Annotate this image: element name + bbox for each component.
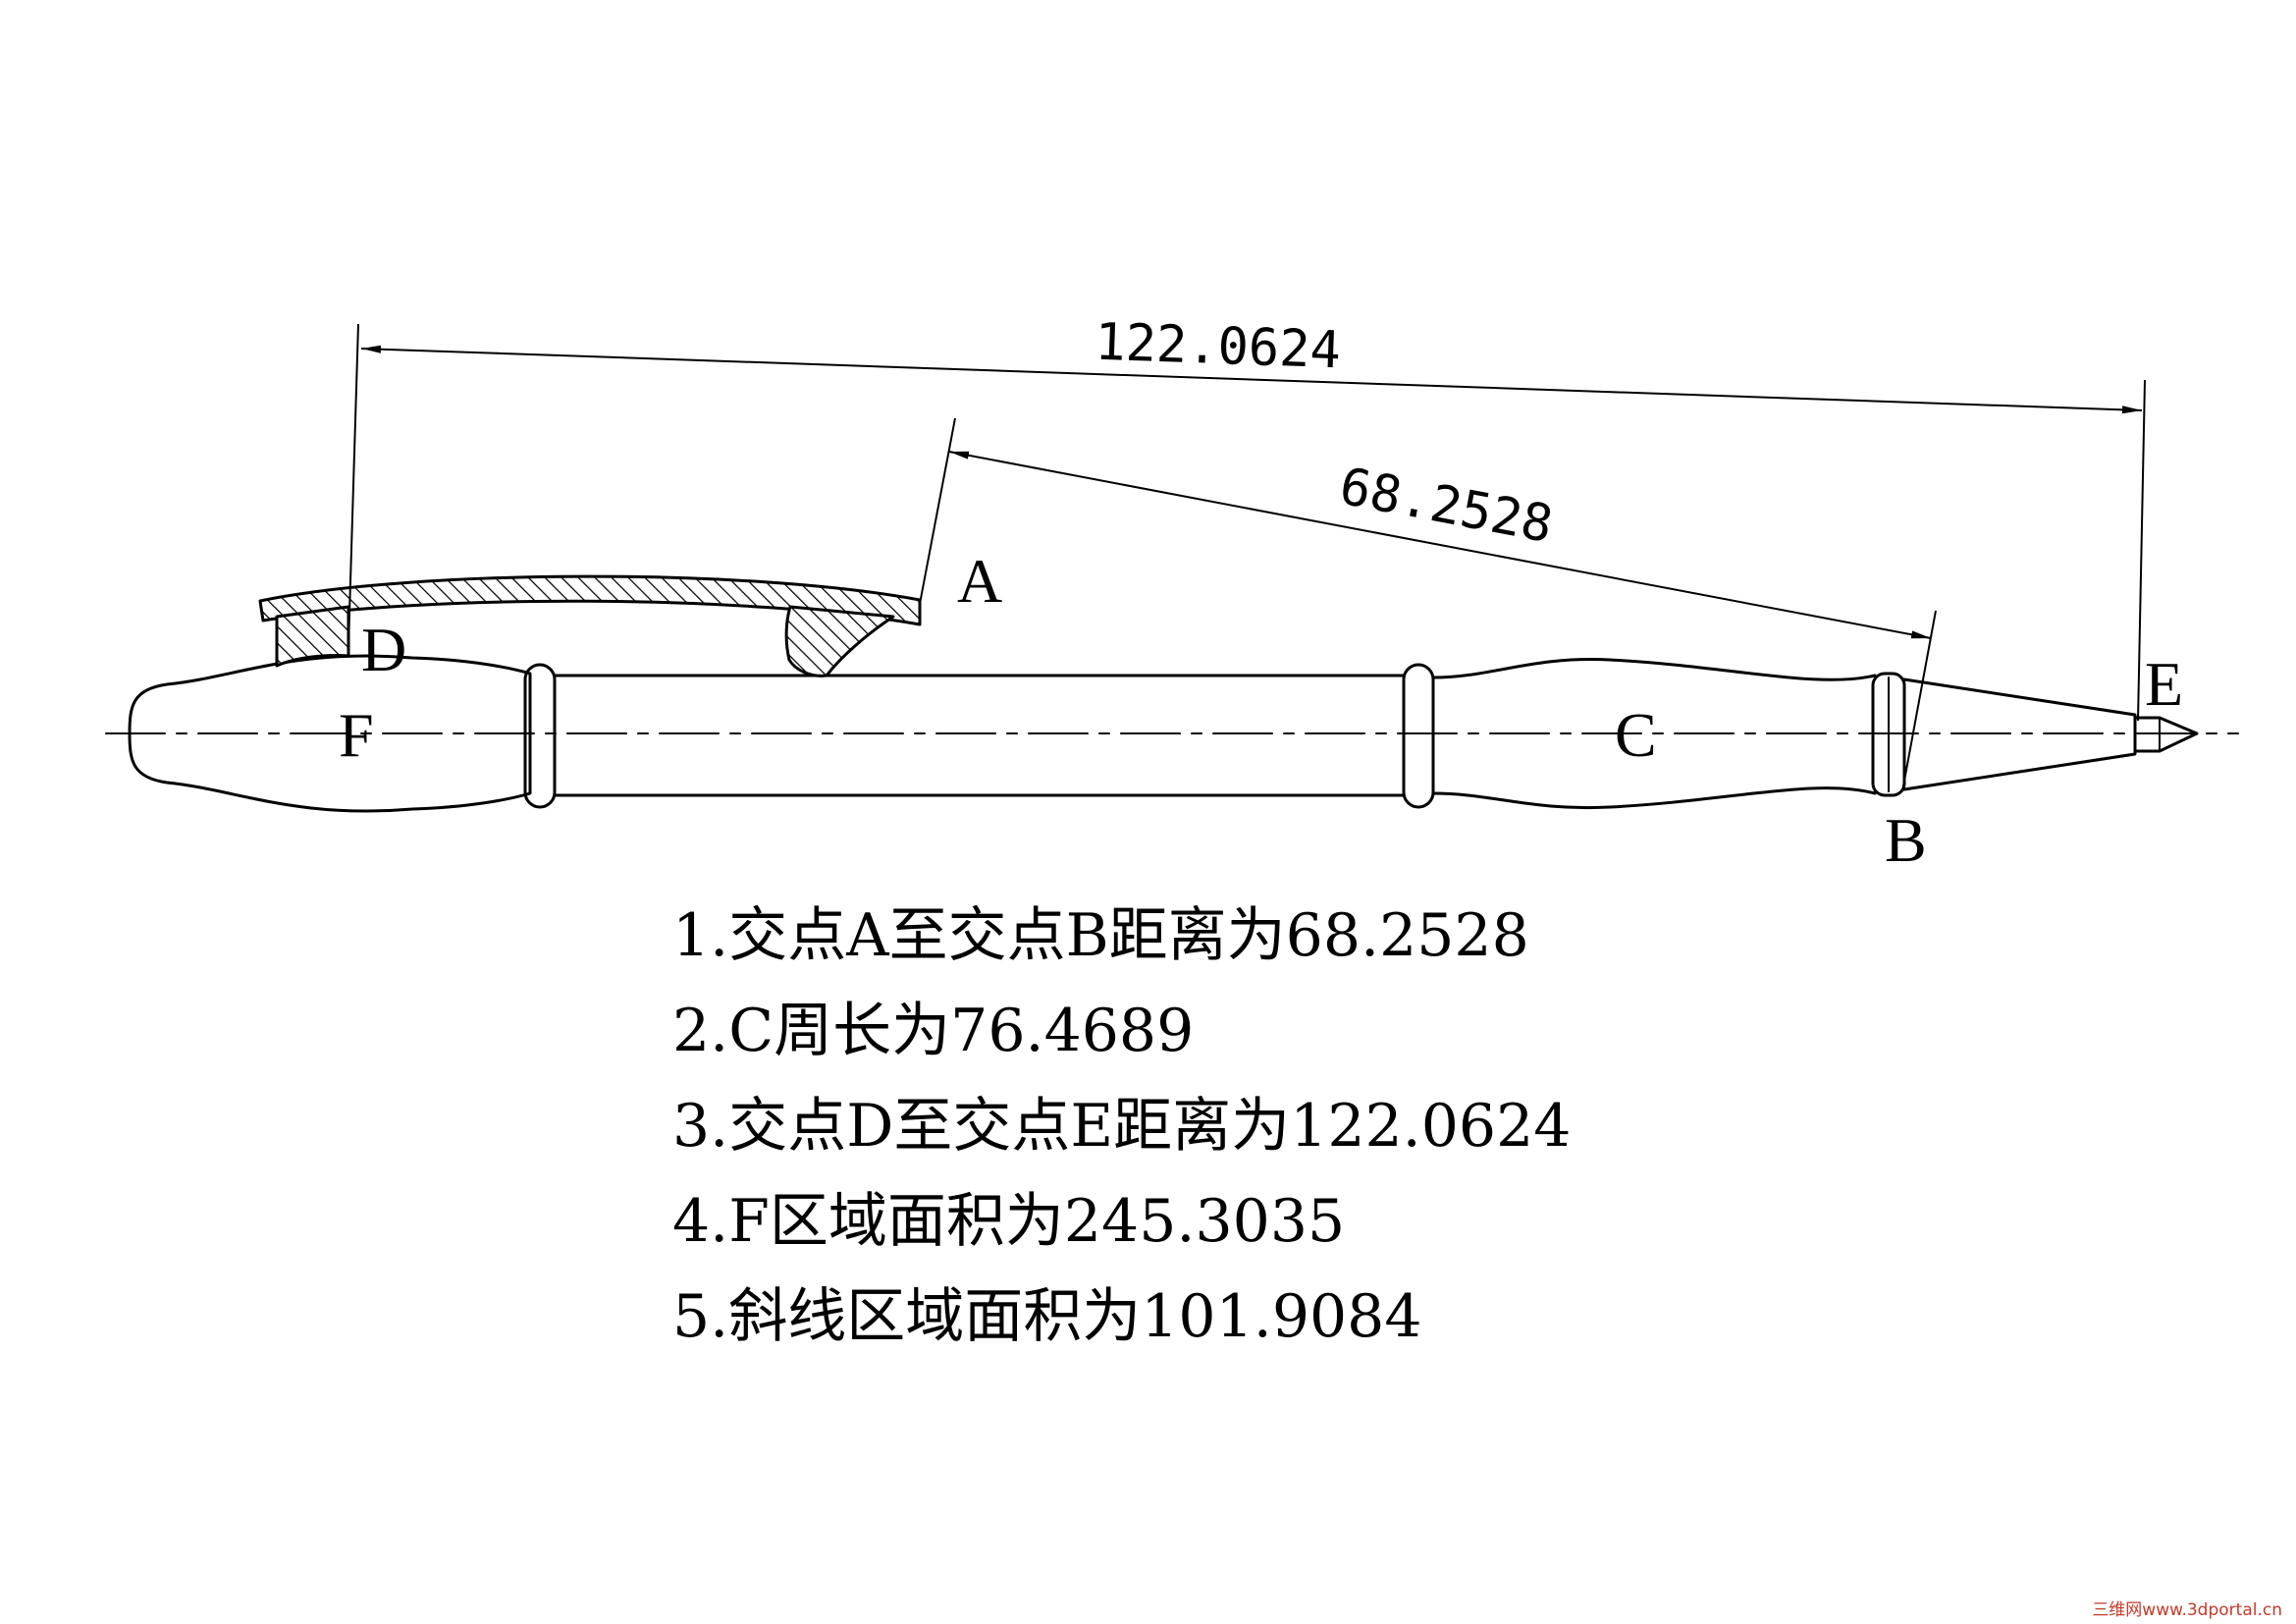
label-a: A bbox=[957, 546, 1002, 616]
note-item: 2.C周长为76.4689 bbox=[672, 997, 1195, 1065]
extension-line-d bbox=[347, 323, 359, 647]
dimension-text-de: 122.0624 bbox=[1094, 313, 1341, 381]
clip-arm bbox=[258, 574, 922, 626]
extension-line-b bbox=[1901, 610, 1937, 792]
note-item: 4.F区域面积为245.3035 bbox=[672, 1187, 1346, 1256]
pen-grip bbox=[1431, 658, 1877, 810]
extension-line-e bbox=[2137, 379, 2146, 722]
note-item: 3.交点D至交点E距离为122.0624 bbox=[672, 1092, 1572, 1161]
ring-rear bbox=[523, 663, 557, 809]
ring-tip bbox=[1871, 672, 1906, 797]
note-item: 1.交点A至交点B距离为68.2528 bbox=[672, 901, 1529, 970]
label-f: F bbox=[339, 700, 374, 770]
clip-rear-block bbox=[275, 605, 350, 668]
dimension-line-de bbox=[360, 345, 2143, 414]
pen-refill-tip bbox=[2133, 716, 2199, 753]
extension-line-a bbox=[919, 417, 956, 605]
label-c: C bbox=[1615, 700, 1657, 770]
label-d: D bbox=[361, 615, 406, 684]
label-b: B bbox=[1885, 805, 1927, 875]
pen-cone bbox=[1902, 677, 2137, 791]
dimension-text-ab: 68.2528 bbox=[1335, 457, 1557, 555]
watermark: 三维网www.3dportal.cn bbox=[2092, 1600, 2282, 1620]
ring-front bbox=[1402, 663, 1435, 809]
notes-list: 1.交点A至交点B距离为68.2528 2.C周长为76.4689 3.交点D至… bbox=[672, 889, 1571, 1365]
note-item: 5.斜线区域面积为101.9084 bbox=[672, 1282, 1422, 1351]
pen-rear-bulb bbox=[128, 654, 532, 813]
dimension-line-ab bbox=[948, 451, 1932, 639]
label-e: E bbox=[2145, 649, 2183, 719]
clip-tooth bbox=[784, 605, 895, 677]
